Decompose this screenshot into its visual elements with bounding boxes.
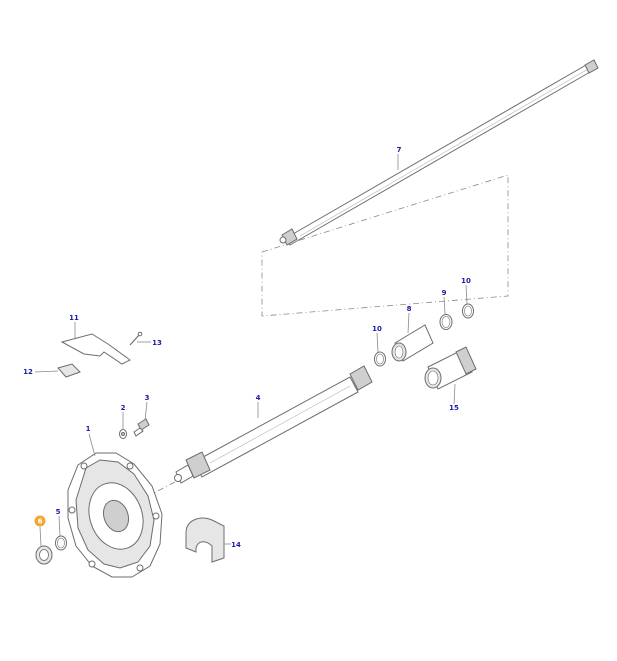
callout-2[interactable]: 2 (121, 404, 126, 412)
part-10-ring-right[interactable] (462, 303, 474, 319)
part-11-bracket[interactable] (60, 333, 131, 365)
part-4-main-shaft[interactable] (174, 365, 373, 484)
callout-labels: 1 2 3 4 5 6 7 8 9 10 10 11 12 13 14 15 (23, 146, 471, 549)
axis-line-shaft-to-cover (149, 481, 176, 496)
part-14-horseshoe-spacer[interactable] (185, 517, 225, 563)
callout-1[interactable]: 1 (86, 425, 91, 433)
part-3-bolt[interactable] (133, 418, 150, 437)
part-2-washer[interactable] (119, 429, 127, 439)
leader-lines (34, 154, 468, 547)
assembly-boundary-line (261, 174, 509, 317)
part-7-long-shaft[interactable] (279, 59, 599, 246)
callout-13[interactable]: 13 (152, 339, 162, 347)
callout-10-right[interactable]: 10 (461, 277, 471, 285)
part-6-seal[interactable] (35, 545, 53, 565)
part-9-ring[interactable] (439, 314, 453, 330)
part-13-pin[interactable] (129, 331, 143, 346)
part-5-o-ring[interactable] (55, 535, 67, 551)
part-8-sleeve[interactable] (391, 324, 434, 362)
part-12-tag[interactable] (57, 363, 81, 378)
part-1-cover-plate[interactable] (67, 452, 163, 578)
callout-5[interactable]: 5 (56, 508, 61, 516)
callout-3[interactable]: 3 (145, 394, 150, 402)
callout-10-left[interactable]: 10 (372, 325, 382, 333)
callout-8[interactable]: 8 (407, 305, 412, 313)
part-10-ring-left[interactable] (374, 351, 386, 367)
callout-6-highlight (34, 515, 46, 527)
callout-7[interactable]: 7 (397, 146, 402, 154)
callout-15[interactable]: 15 (449, 404, 459, 412)
callout-11[interactable]: 11 (69, 314, 79, 322)
callout-9[interactable]: 9 (442, 289, 447, 297)
callout-6[interactable]: 6 (38, 518, 43, 526)
callout-4[interactable]: 4 (256, 394, 261, 402)
callout-12[interactable]: 12 (23, 368, 33, 376)
part-15-splined-coupling[interactable] (424, 346, 477, 390)
callout-14[interactable]: 14 (231, 541, 241, 549)
